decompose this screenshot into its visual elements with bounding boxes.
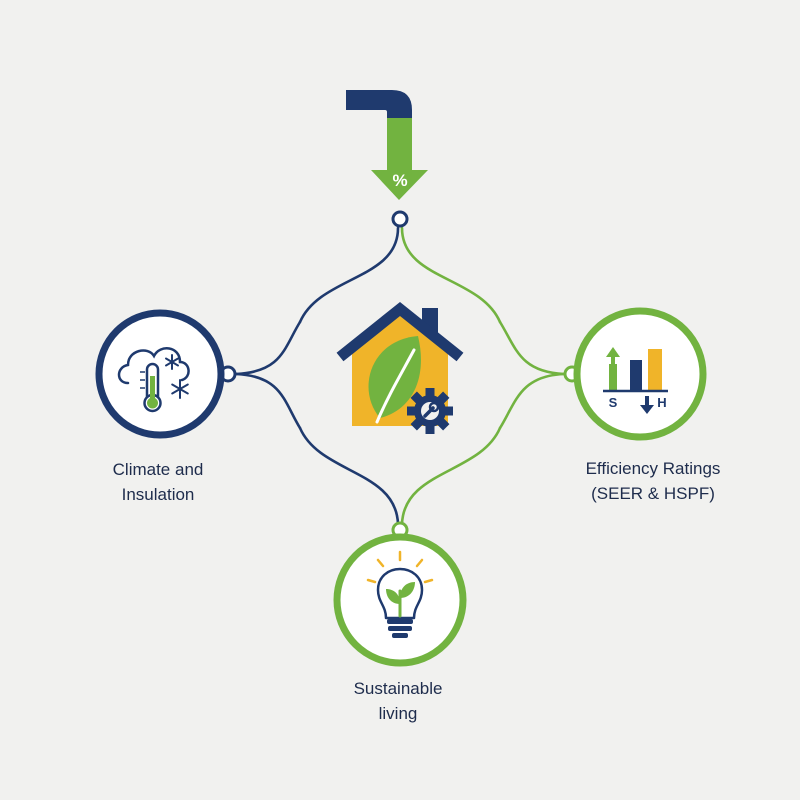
sustainable-label-line2: living (378, 704, 418, 723)
climate-label-line2: Insulation (121, 485, 195, 504)
sustainable-label: Sustainable living (318, 676, 478, 726)
efficiency-node: S H (573, 307, 707, 441)
efficiency-axis-right-label: H (657, 395, 666, 410)
sustainable-node (333, 533, 467, 667)
bar-chart-arrows-icon: S H (603, 347, 668, 414)
lightbulb-sprout-icon (366, 550, 434, 638)
efficiency-label-line1: Efficiency Ratings (585, 459, 721, 478)
percent-symbol: % (392, 171, 407, 190)
climate-label-line1: Climate and (112, 460, 204, 479)
thermometer-cloud-snowflake-icon (117, 347, 190, 413)
efficiency-label-line2: (SEER & HSPF) (591, 484, 715, 503)
climate-node (95, 309, 225, 439)
efficiency-axis-left-label: S (609, 395, 618, 410)
sustainable-label-line1: Sustainable (353, 679, 443, 698)
house-leaf-gear-icon (336, 301, 464, 434)
connector-lines (234, 226, 566, 526)
efficiency-label: Efficiency Ratings (SEER & HSPF) (553, 456, 753, 506)
connector-dot-top (391, 210, 409, 228)
climate-label: Climate and Insulation (78, 457, 238, 507)
percent-down-arrow-icon: % (346, 90, 428, 200)
